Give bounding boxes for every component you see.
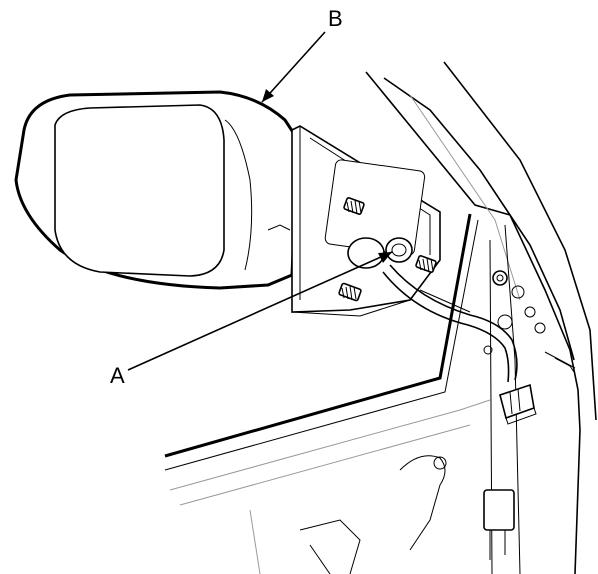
door-bolt	[492, 270, 508, 286]
stud-lower	[338, 282, 362, 302]
window-sill	[164, 213, 491, 574]
door-holes	[483, 270, 576, 373]
mirror-housing	[14, 90, 300, 290]
leader-arrow-a	[378, 252, 392, 263]
inner-door-parts	[299, 455, 515, 574]
harness-connector	[499, 383, 537, 425]
callout-a: A	[110, 363, 125, 388]
stud-upper	[343, 197, 365, 215]
leader-arrow-b	[262, 89, 274, 102]
callout-b: B	[328, 6, 343, 31]
mounting-studs	[338, 197, 437, 302]
mirror-base	[291, 125, 441, 317]
leader-line-a	[127, 251, 393, 371]
leader-line-b	[261, 31, 326, 103]
stud-middle	[415, 255, 437, 273]
wiring-harness	[382, 264, 518, 383]
door-frame	[365, 61, 597, 574]
grommet-a	[347, 237, 413, 269]
